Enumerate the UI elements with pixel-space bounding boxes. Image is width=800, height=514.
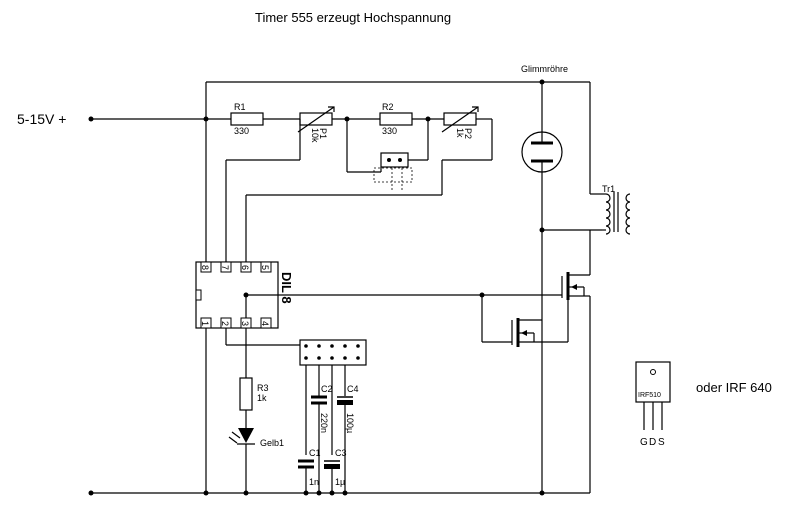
transformer-tr1: Tr1 (589, 184, 631, 275)
mosfet-upper (542, 272, 591, 493)
ic-pin-6: 6 (240, 265, 250, 270)
c1-name: C1 (309, 448, 321, 458)
r2-value: 330 (382, 126, 397, 136)
capacitor-header (299, 339, 367, 455)
p1-value: 10k (310, 128, 320, 143)
ic-package-label: DIL 8 (279, 272, 294, 304)
supply-rail (88, 79, 591, 262)
resistor-r1: R1 330 (230, 102, 300, 136)
r2-name: R2 (382, 102, 394, 112)
glow-tube: Glimmröhre (521, 64, 602, 342)
ic-pin-4: 4 (260, 321, 270, 326)
ic-pin-8: 8 (200, 265, 210, 270)
r3-name: R3 (257, 383, 269, 393)
mosfet-package-irf510: IRF510 G D S (635, 361, 671, 448)
c2-name: C2 (321, 384, 333, 394)
led-label: Gelb1 (260, 438, 284, 448)
c4-name: C4 (347, 384, 359, 394)
r1-name: R1 (234, 102, 246, 112)
ic-wiring (203, 292, 542, 496)
p1-name: P1 (318, 128, 328, 139)
mosfet-pin-s: S (658, 437, 665, 448)
r1-value: 330 (234, 126, 249, 136)
c3-value: 1µ (335, 477, 345, 487)
capacitor-c1: C1 1n (298, 448, 321, 496)
capacitor-c3: C3 1µ (324, 448, 347, 496)
capacitor-c2: C2 220n (311, 384, 333, 490)
c3-name: C3 (335, 448, 347, 458)
c4-value: 100µ (345, 413, 355, 433)
ic-pin-5: 5 (260, 265, 270, 270)
potentiometer-p1: P1 10k (225, 106, 381, 262)
ic-pin-2: 2 (220, 321, 230, 326)
ic-pin-7: 7 (220, 265, 230, 270)
alternative-note: oder IRF 640 (696, 380, 772, 395)
potentiometer-p2: P2 1k (245, 106, 493, 262)
tube-label: Glimmröhre (521, 64, 568, 74)
mosfet-pin-d: D (649, 437, 656, 448)
mosfet-pin-g: G (640, 437, 648, 448)
ic-pin-1: 1 (200, 321, 210, 326)
led-gelb1: Gelb1 (228, 428, 284, 496)
mosfet-part: IRF510 (638, 392, 661, 399)
r3-value: 1k (257, 393, 267, 403)
ground-rail (88, 490, 590, 496)
ic-pin-3: 3 (240, 321, 250, 326)
supply-label: 5-15V + (17, 111, 66, 127)
c2-value: 220n (319, 413, 329, 433)
mosfet-lower (479, 292, 543, 493)
jumper (373, 152, 413, 190)
p2-name: P2 (463, 128, 473, 139)
c1-value: 1n (309, 477, 319, 487)
transformer-label: Tr1 (602, 184, 615, 194)
capacitor-c4: C4 100µ (337, 384, 359, 490)
resistor-r2: R2 330 (379, 102, 444, 161)
diagram-title: Timer 555 erzeugt Hochspannung (255, 10, 451, 25)
resistor-r3: R3 1k (239, 377, 269, 428)
p2-value: 1k (455, 128, 465, 138)
